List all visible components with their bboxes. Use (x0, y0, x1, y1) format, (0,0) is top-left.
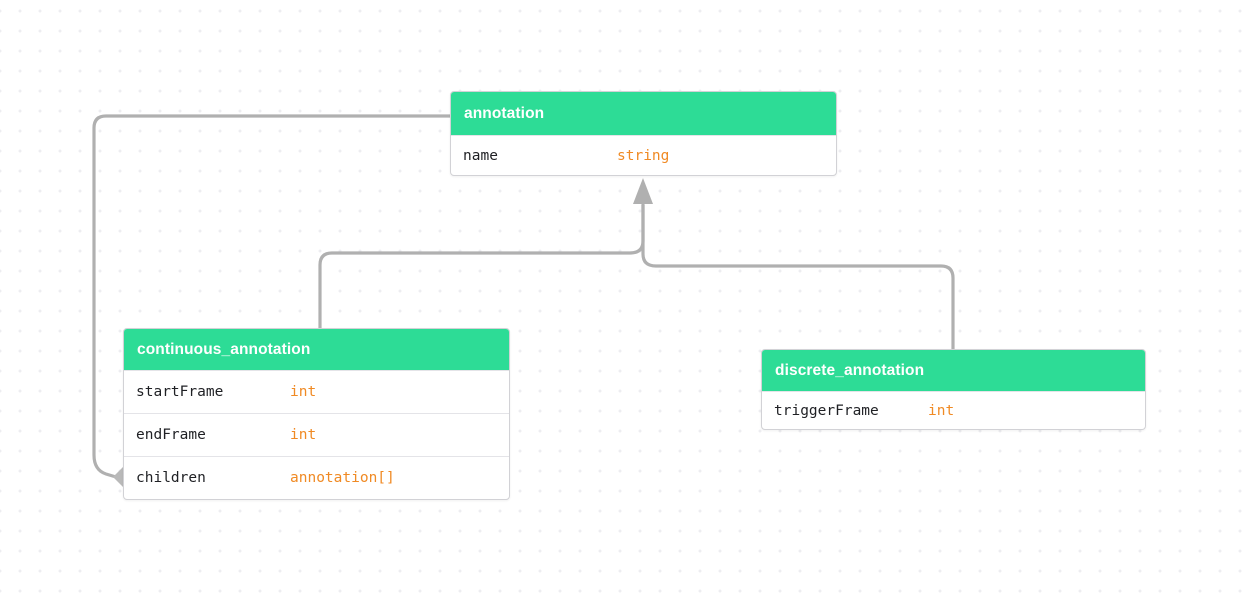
field-name: endFrame (136, 427, 206, 443)
entity-annotation-field-row[interactable]: name string (451, 135, 836, 175)
field-name: startFrame (136, 384, 224, 400)
edge-children-aggregation[interactable] (92, 114, 452, 479)
field-type: annotation[] (290, 470, 395, 486)
entity-continuous-annotation-title: continuous_annotation (124, 329, 509, 370)
entity-continuous-annotation-field-row[interactable]: endFrame int (124, 413, 509, 456)
entity-discrete-annotation-field-row[interactable]: triggerFrame int (762, 391, 1145, 429)
entity-annotation-title: annotation (451, 92, 836, 135)
field-type: int (290, 384, 317, 400)
field-name: triggerFrame (774, 403, 879, 419)
field-type: int (928, 403, 955, 419)
entity-annotation[interactable]: annotation name string (450, 91, 837, 176)
field-name: children (136, 470, 206, 486)
entity-continuous-annotation-field-row[interactable]: startFrame int (124, 370, 509, 413)
entity-continuous-annotation-field-row[interactable]: children annotation[] (124, 456, 509, 499)
field-type: string (617, 148, 670, 164)
entity-discrete-annotation-title: discrete_annotation (762, 350, 1145, 391)
field-name: name (463, 148, 498, 164)
edge-discrete-inheritance[interactable] (641, 203, 955, 351)
entity-continuous-annotation[interactable]: continuous_annotation startFrame int end… (123, 328, 510, 500)
edge-continuous-inheritance[interactable] (318, 203, 645, 330)
inheritance-arrowhead-icon (633, 178, 653, 204)
field-type: int (290, 427, 317, 443)
entity-discrete-annotation[interactable]: discrete_annotation triggerFrame int (761, 349, 1146, 430)
